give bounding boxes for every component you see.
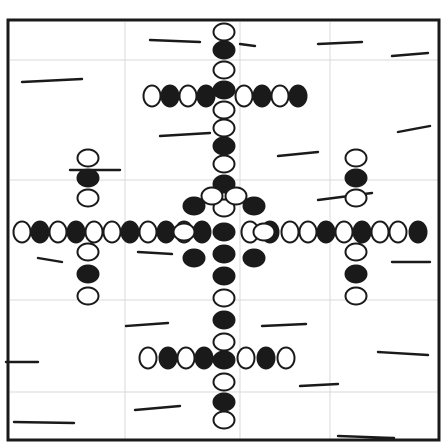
black-bead [122, 222, 139, 243]
white-bead [272, 86, 289, 107]
white-bead [144, 86, 161, 107]
beads [14, 24, 427, 429]
ink-dash [278, 152, 318, 156]
white-bead [346, 288, 367, 305]
black-bead [158, 222, 175, 243]
black-bead [68, 222, 85, 243]
ink-dash [392, 53, 428, 56]
ink-dash [318, 42, 362, 44]
ink-dash [160, 133, 210, 136]
white-bead [214, 62, 235, 79]
white-bead [214, 412, 235, 429]
white-bead [238, 348, 255, 369]
ink-dash [135, 406, 180, 410]
black-bead [78, 170, 99, 187]
ink-dash [398, 126, 430, 132]
black-bead [160, 348, 177, 369]
white-bead [236, 86, 253, 107]
white-bead [214, 120, 235, 137]
white-bead [390, 222, 407, 243]
black-bead [214, 352, 235, 369]
ink-dash [378, 352, 428, 355]
ink-dash [262, 324, 306, 326]
black-bead [244, 250, 265, 267]
white-bead [214, 156, 235, 173]
black-bead [244, 198, 265, 215]
white-bead [202, 188, 223, 205]
ink-dash [126, 323, 168, 326]
white-bead [346, 190, 367, 207]
white-bead [346, 244, 367, 261]
black-bead [214, 138, 235, 155]
black-bead [214, 246, 235, 263]
black-bead [214, 268, 235, 285]
white-bead [14, 222, 31, 243]
white-bead [78, 288, 99, 305]
ink-dash [338, 436, 394, 438]
ink-dash [38, 258, 62, 262]
white-bead [104, 222, 121, 243]
white-bead [214, 24, 235, 41]
white-bead [346, 150, 367, 167]
black-bead [346, 170, 367, 187]
ink-dash [240, 44, 255, 46]
white-bead [78, 190, 99, 207]
ink-dash [14, 422, 74, 423]
black-bead [196, 348, 213, 369]
black-bead [184, 198, 205, 215]
ink-dash [150, 40, 200, 42]
white-bead [214, 290, 235, 307]
white-bead [226, 188, 247, 205]
black-bead [32, 222, 49, 243]
ink-dash [22, 79, 82, 82]
white-bead [140, 222, 157, 243]
white-bead [300, 222, 317, 243]
black-bead [214, 82, 235, 99]
black-bead [198, 86, 215, 107]
white-bead [140, 348, 157, 369]
white-bead [78, 244, 99, 261]
white-bead [78, 150, 99, 167]
black-bead [194, 222, 211, 243]
white-bead [214, 334, 235, 351]
white-bead [282, 222, 299, 243]
white-bead [214, 374, 235, 391]
ink-dash [138, 252, 172, 254]
black-bead [214, 224, 235, 241]
black-bead [214, 42, 235, 59]
black-bead [410, 222, 427, 243]
white-bead [336, 222, 353, 243]
white-bead [254, 224, 275, 241]
white-bead [50, 222, 67, 243]
white-bead [278, 348, 295, 369]
white-bead [86, 222, 103, 243]
black-bead [78, 266, 99, 283]
black-bead [258, 348, 275, 369]
white-bead [214, 102, 235, 119]
black-bead [162, 86, 179, 107]
white-bead [372, 222, 389, 243]
white-bead [180, 86, 197, 107]
black-bead [214, 394, 235, 411]
white-bead [178, 348, 195, 369]
black-bead [354, 222, 371, 243]
black-bead [254, 86, 271, 107]
black-bead [318, 222, 335, 243]
black-bead [214, 312, 235, 329]
black-bead [346, 266, 367, 283]
black-bead [184, 250, 205, 267]
black-bead [290, 86, 307, 107]
ink-dash [300, 384, 338, 386]
white-bead [174, 224, 195, 241]
